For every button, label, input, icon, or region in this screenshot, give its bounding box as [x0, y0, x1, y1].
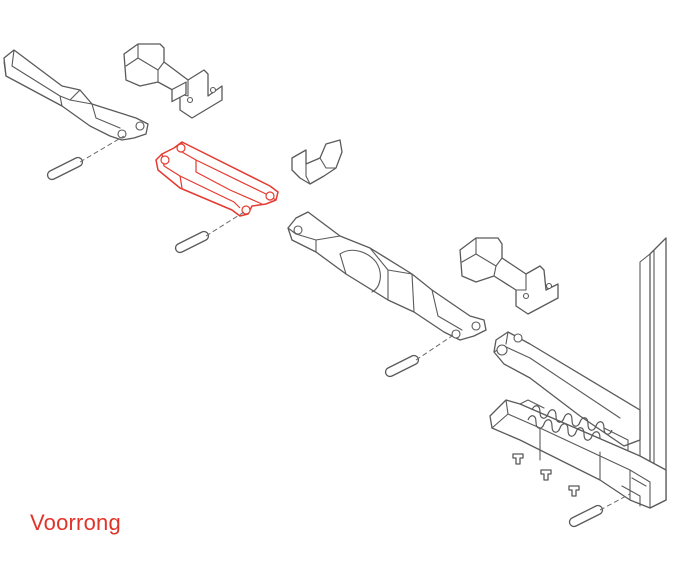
- screw-1: [512, 453, 524, 465]
- pin-1: [46, 135, 125, 181]
- top-bracket: [123, 43, 223, 119]
- screw-2: [540, 469, 552, 481]
- upper-lever-arm: [3, 49, 149, 141]
- pin-4: [568, 493, 631, 528]
- front-link-highlighted: [155, 141, 279, 217]
- small-clip: [291, 139, 343, 185]
- screw-3: [568, 485, 580, 497]
- part-caption: Voorrong: [30, 510, 121, 535]
- pin-2: [174, 211, 245, 254]
- lower-bracket: [459, 237, 559, 315]
- middle-lever-arm: [287, 211, 487, 341]
- base-hinge-assembly: [489, 237, 667, 509]
- pin-3: [384, 335, 453, 378]
